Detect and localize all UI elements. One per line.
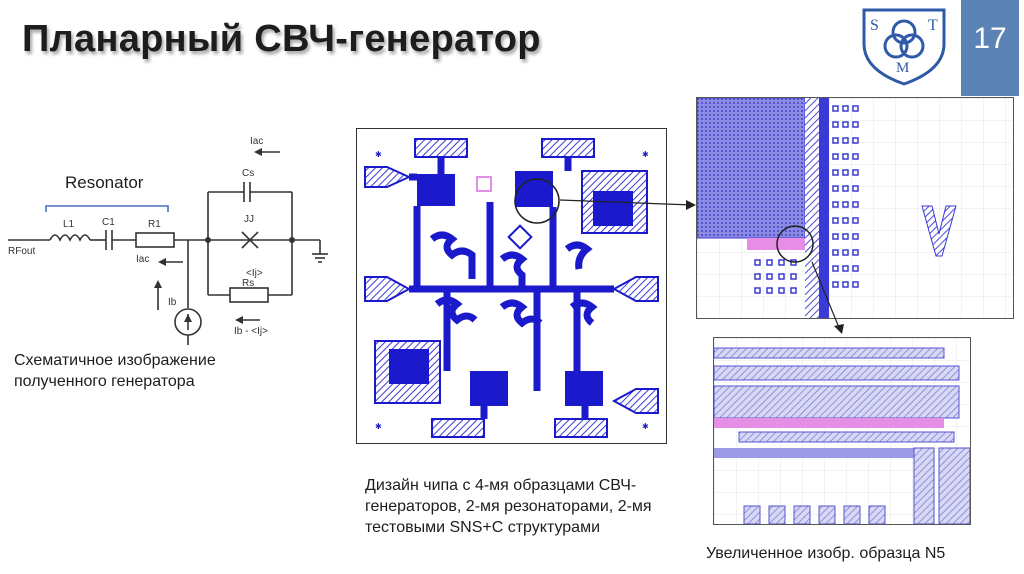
zoom-image-2 [713,337,971,525]
label-ij: <Ij> [246,268,263,279]
label-l1: L1 [63,219,75,230]
stm-logo: S T M [858,4,950,86]
caption-schematic: Схематичное изображение полученного гене… [14,352,216,390]
label-iac-top: Iac [250,136,263,147]
slide-title: Планарный СВЧ-генератор [22,18,541,60]
label-cs: Cs [242,168,254,179]
svg-text:✱: ✱ [642,150,649,159]
svg-text:✱: ✱ [642,422,649,431]
label-iac-bottom: Iac [136,254,149,265]
zoom-image-1 [696,97,1014,319]
label-c1: C1 [102,217,115,228]
logo-letter-t: T [928,17,938,34]
label-r1: R1 [148,219,161,230]
logo-letter-s: S [870,17,879,34]
caption-chip-design: Дизайн чипа с 4-мя образцами СВЧ-генерат… [365,477,652,536]
svg-text:✱: ✱ [375,150,382,159]
label-rs: Rs [242,278,254,289]
caption-zoom: Увеличенное изобр. образца N5 [706,545,946,562]
label-rfout: RFout [8,246,35,257]
label-ib-minus-ij: Ib - <Ij> [234,326,268,337]
logo-letter-m: M [896,60,909,76]
page-number-badge: 17 [961,0,1019,96]
chip-layout-image: ✱ ✱ ✱ ✱ [356,128,667,444]
label-jj: JJ [244,214,254,225]
resonator-label: Resonator [65,173,144,192]
svg-text:✱: ✱ [375,422,382,431]
circuit-schematic: RFout L1 C1 R1 Iac Cs JJ Iac <Ij> Rs Ib … [8,136,328,345]
label-ib: Ib [168,297,177,308]
